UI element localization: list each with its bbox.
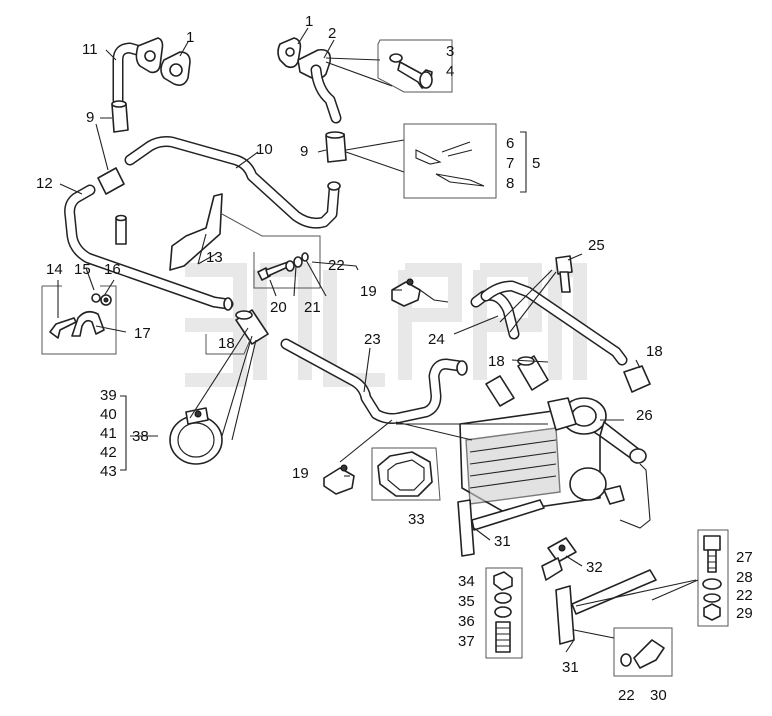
callout-14: 14 xyxy=(46,261,63,278)
heater-26 xyxy=(459,397,651,529)
callout-29: 29 xyxy=(736,605,753,622)
callout-10: 10 xyxy=(256,141,273,158)
callout-26: 26 xyxy=(636,407,653,424)
callout-7: 7 xyxy=(506,155,514,172)
flange-1a xyxy=(135,37,164,74)
callout-18b: 18 xyxy=(488,353,505,370)
callout-20: 20 xyxy=(270,299,287,316)
flange-1b xyxy=(160,51,191,86)
pipe-12 xyxy=(64,184,234,311)
callout-30: 30 xyxy=(650,687,667,704)
callout-1b: 1 xyxy=(186,29,194,46)
stack-34-37 xyxy=(485,567,523,659)
callout-9b: 9 xyxy=(300,143,308,160)
washers-15-16 xyxy=(91,293,112,306)
callout-43: 43 xyxy=(100,463,117,480)
callout-3: 3 xyxy=(446,43,454,60)
callout-23: 23 xyxy=(364,331,381,348)
callout-19b: 19 xyxy=(292,465,309,482)
callout-13: 13 xyxy=(206,249,223,266)
box-22-30 xyxy=(613,627,673,677)
callout-5: 5 xyxy=(532,155,540,172)
callout-22c: 22 xyxy=(618,687,635,704)
callout-2: 2 xyxy=(328,25,336,42)
callout-16: 16 xyxy=(104,261,121,278)
clamp-17 xyxy=(71,310,105,337)
callout-19a: 19 xyxy=(360,283,377,300)
callout-18a: 18 xyxy=(218,335,235,352)
callout-38: 38 xyxy=(132,428,149,445)
stack-27-29 xyxy=(697,529,729,627)
washer-3 xyxy=(389,53,403,63)
callout-22a: 22 xyxy=(328,257,345,274)
clamp-19b xyxy=(323,464,355,495)
callout-9a: 9 xyxy=(86,109,94,126)
callout-25: 25 xyxy=(588,237,605,254)
box-3-4 xyxy=(377,39,453,93)
callout-33: 33 xyxy=(408,511,425,528)
clamp-19a xyxy=(391,278,449,307)
callout-35: 35 xyxy=(458,593,475,610)
callout-4: 4 xyxy=(446,63,454,80)
pipe-2-bent xyxy=(297,48,342,124)
callout-27: 27 xyxy=(736,549,753,566)
bracket-31a xyxy=(457,499,545,557)
callout-37: 37 xyxy=(458,633,475,650)
callout-28: 28 xyxy=(736,569,753,586)
callout-31b: 31 xyxy=(562,659,579,676)
pipe-stub xyxy=(115,214,127,245)
callout-6: 6 xyxy=(506,135,514,152)
sleeve-9b xyxy=(97,167,125,195)
pipe-24-assembly xyxy=(470,280,628,366)
callout-18c: 18 xyxy=(646,343,663,360)
washers-21-22 xyxy=(285,252,309,272)
bracket-13 xyxy=(169,193,223,271)
callout-36: 36 xyxy=(458,613,475,630)
bracket-31b xyxy=(555,569,657,645)
bolt-4 xyxy=(397,61,433,89)
callout-41: 41 xyxy=(100,425,117,442)
callout-24: 24 xyxy=(428,331,445,348)
flange-1c xyxy=(277,37,302,69)
sleeve-9c xyxy=(325,131,347,163)
callout-39: 39 xyxy=(100,387,117,404)
callout-42: 42 xyxy=(100,444,117,461)
callout-40: 40 xyxy=(100,406,117,423)
callout-8: 8 xyxy=(506,175,514,192)
sleeve-9a xyxy=(111,100,129,133)
sleeve-18c xyxy=(623,365,651,393)
gasket-33 xyxy=(371,447,441,501)
callout-15: 15 xyxy=(74,261,91,278)
bolt-25 xyxy=(555,255,573,293)
bolt-20 xyxy=(257,261,291,281)
callout-32: 32 xyxy=(586,559,603,576)
callout-21: 21 xyxy=(304,299,321,316)
callout-34: 34 xyxy=(458,573,475,590)
fitting-32 xyxy=(541,537,577,581)
leader-lines xyxy=(57,27,699,653)
sleeve-18a xyxy=(235,309,269,345)
callout-31a: 31 xyxy=(494,533,511,550)
callout-22b: 22 xyxy=(736,587,753,604)
hose-clamp-38 xyxy=(169,407,223,465)
callout-1a: 1 xyxy=(305,13,313,30)
box-20-22 xyxy=(221,213,321,289)
sleeve-near-heater xyxy=(485,375,515,407)
callout-numbers: 1 1 2 11 3 4 9 9 10 6 7 8 5 12 13 22 20 … xyxy=(36,13,753,704)
pipe-10 xyxy=(124,136,341,229)
callout-17: 17 xyxy=(134,325,151,342)
callout-11: 11 xyxy=(82,41,98,58)
box-18-label xyxy=(205,334,251,355)
callout-12: 12 xyxy=(36,175,53,192)
pipe-11-bent xyxy=(112,42,150,106)
